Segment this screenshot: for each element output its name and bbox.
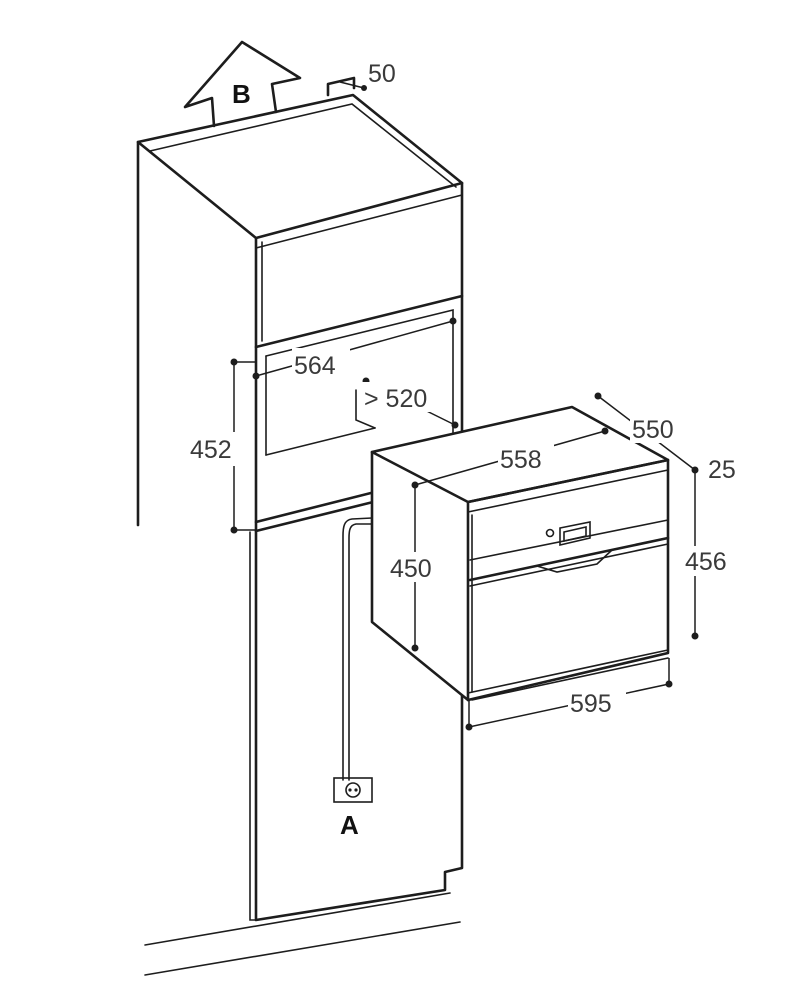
dim-niche-width: 564 — [294, 352, 336, 380]
floor-line — [144, 892, 451, 946]
dim-gap-top: 50 — [368, 60, 396, 88]
ventilation-arrow — [183, 40, 302, 128]
socket-icon — [333, 777, 373, 803]
vent-arrow-label: B — [232, 79, 251, 109]
oven-front — [466, 458, 670, 702]
dim-line-niche-width — [252, 317, 457, 380]
cabinet-niche-frame — [254, 294, 464, 524]
oven-handle — [536, 549, 613, 573]
dim-niche-height: 452 — [190, 436, 232, 464]
dim-front-thickness: 25 — [708, 456, 736, 484]
top-gap-bracket — [326, 76, 367, 97]
dim-oven-height: 450 — [390, 555, 432, 583]
dim-line-front-height — [683, 470, 741, 640]
dim-front-height: 456 — [685, 548, 727, 576]
vent-arrow-icon — [183, 40, 302, 128]
power-cable — [342, 517, 373, 781]
control-knob-icon — [545, 528, 555, 538]
dim-oven-depth: 550 — [632, 416, 674, 444]
dim-oven-width: 558 — [500, 446, 542, 474]
display-panel-icon — [559, 521, 591, 547]
dim-line-niche-height — [188, 358, 256, 534]
dim-line-niche-depth — [362, 377, 459, 429]
cabinet-lower-front — [254, 478, 464, 922]
cabinet — [136, 93, 464, 976]
dim-line-front-width — [465, 658, 673, 731]
dim-front-width: 595 — [570, 690, 612, 718]
dim-line-oven-height — [388, 485, 444, 652]
oven-door — [468, 536, 670, 582]
oven-side — [370, 450, 470, 702]
dim-line-oven-width — [411, 427, 609, 489]
oven — [370, 405, 670, 702]
cabinet-upper-front — [254, 181, 464, 349]
dim-line-oven-depth — [594, 392, 699, 474]
dim-niche-depth: > 520 — [364, 385, 427, 413]
socket-label: A — [340, 810, 359, 840]
